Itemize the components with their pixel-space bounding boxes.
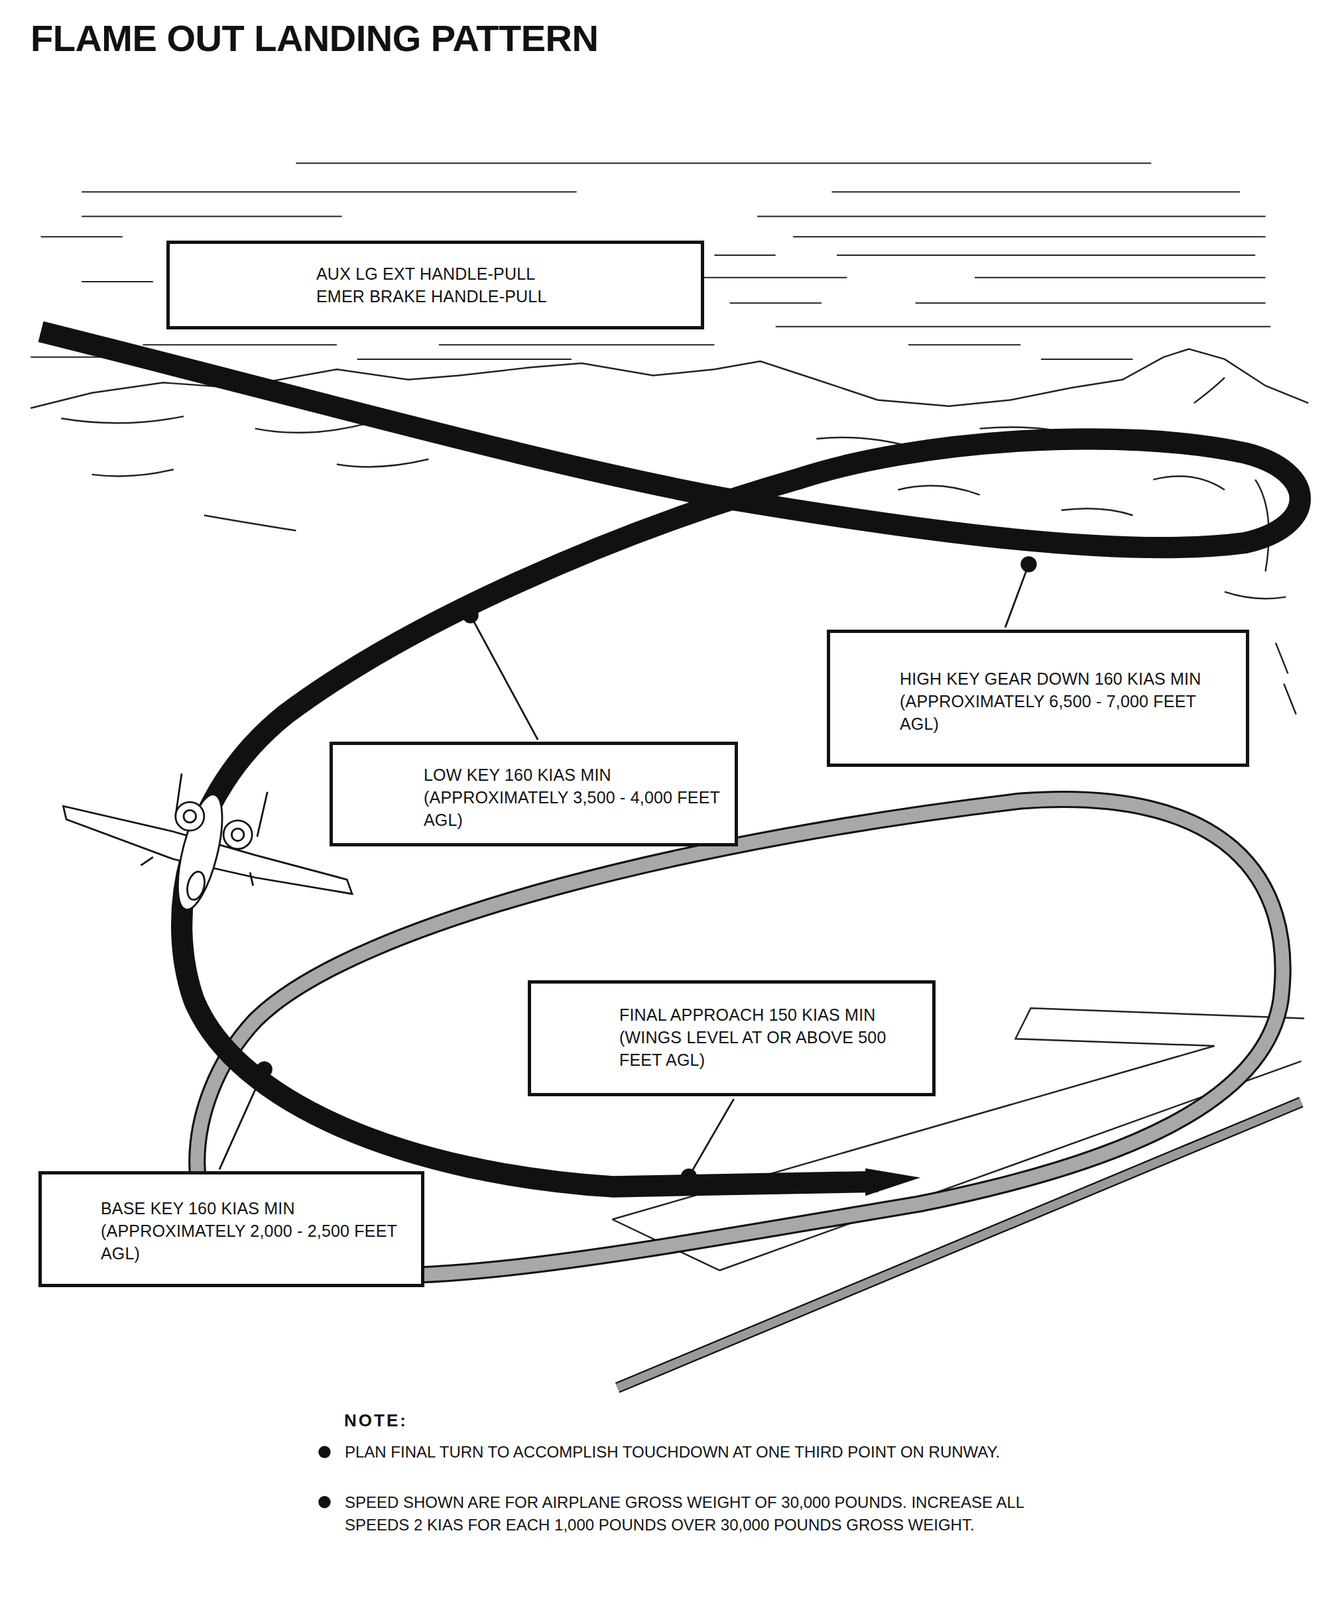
note-bullets (318, 1446, 331, 1510)
sky-lines (30, 163, 1271, 360)
box-text: AUX LG EXT HANDLE-PULL (316, 262, 689, 286)
checklist-box: AUX LG EXT HANDLE-PULLEMER BRAKE HANDLE-… (166, 240, 705, 330)
box-text: FINAL APPROACH 150 KIAS MIN (WINGS LEVEL… (619, 1003, 921, 1072)
box-text: LOW KEY 160 KIAS MIN (APPROXIMATELY 3,50… (423, 763, 723, 832)
note-heading: NOTE: (344, 1409, 544, 1433)
box-text: BASE KEY 160 KIAS MIN (APPROXIMATELY 2,0… (100, 1197, 410, 1266)
final-approach-box: FINAL APPROACH 150 KIAS MIN (WINGS LEVEL… (527, 980, 936, 1097)
diagram-title: FLAME OUT LANDING PATTERN (30, 17, 599, 60)
note-text: PLAN FINAL TURN TO ACCOMPLISH TOUCHDOWN … (344, 1441, 1141, 1464)
note-text: SPEED SHOWN ARE FOR AIRPLANE GROSS WEIGH… (344, 1491, 1035, 1537)
base-key-box: BASE KEY 160 KIAS MIN (APPROXIMATELY 2,0… (38, 1171, 425, 1288)
flight-path (41, 331, 1301, 1197)
box-text: HIGH KEY GEAR DOWN 160 KIAS MIN (APPROXI… (899, 667, 1234, 736)
high-key-box: HIGH KEY GEAR DOWN 160 KIAS MIN (APPROXI… (826, 629, 1250, 768)
low-key-box: LOW KEY 160 KIAS MIN (APPROXIMATELY 3,50… (329, 741, 738, 847)
aircraft (62, 773, 353, 915)
box-text: EMER BRAKE HANDLE-PULL (316, 285, 689, 308)
